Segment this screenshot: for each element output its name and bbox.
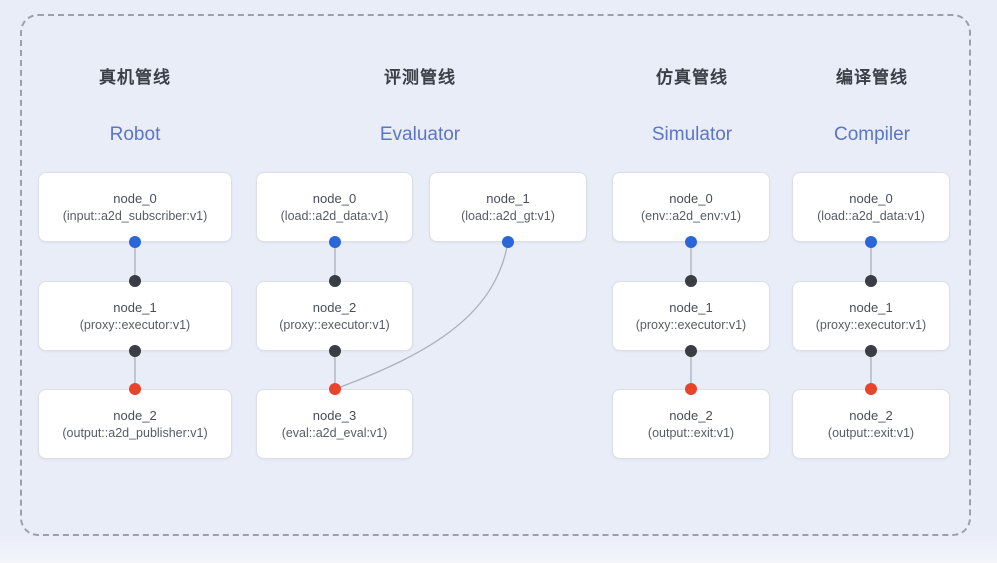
output-port-dot xyxy=(329,345,341,357)
node-title: node_3 xyxy=(312,408,357,423)
sink-port-dot xyxy=(865,383,877,395)
node-type: (proxy::executor:v1) xyxy=(815,318,927,332)
gt-to-eval-curve xyxy=(334,241,509,390)
simulator-node-2: node_2 (output::exit:v1) xyxy=(612,389,770,459)
node-type: (output::exit:v1) xyxy=(647,426,735,440)
input-port-dot xyxy=(129,275,141,287)
node-type: (output::a2d_publisher:v1) xyxy=(62,426,208,440)
output-port-dot xyxy=(502,236,514,248)
robot-node-2: node_2 (output::a2d_publisher:v1) xyxy=(38,389,232,459)
node-title: node_0 xyxy=(849,191,893,206)
node-title: node_2 xyxy=(669,408,713,423)
output-port-dot xyxy=(685,236,697,248)
robot-node-1: node_1 (proxy::executor:v1) xyxy=(38,281,232,351)
node-title: node_1 xyxy=(669,300,713,315)
node-title: node_2 xyxy=(312,300,357,315)
node-title: node_2 xyxy=(849,408,893,423)
sink-port-dot xyxy=(129,383,141,395)
compiler-node-0: node_0 (load::a2d_data:v1) xyxy=(792,172,950,242)
node-title: node_0 xyxy=(312,191,357,206)
node-type: (proxy::executor:v1) xyxy=(79,318,191,332)
output-port-dot xyxy=(865,345,877,357)
pipeline-title-en-simulator: Simulator xyxy=(651,124,733,145)
node-title: node_1 xyxy=(849,300,893,315)
compiler-node-2: node_2 (output::exit:v1) xyxy=(792,389,950,459)
output-port-dot xyxy=(129,236,141,248)
node-type: (output::exit:v1) xyxy=(827,426,915,440)
output-port-dot xyxy=(685,345,697,357)
sink-port-dot xyxy=(685,383,697,395)
node-title: node_2 xyxy=(113,408,157,423)
node-type: (load::a2d_data:v1) xyxy=(817,209,925,223)
node-type: (env::a2d_env:v1) xyxy=(640,209,742,223)
pipeline-title-en-robot: Robot xyxy=(109,124,161,145)
node-type: (eval::a2d_eval:v1) xyxy=(281,426,388,440)
output-port-dot xyxy=(129,345,141,357)
evaluator-node-2: node_2 (proxy::executor:v1) xyxy=(256,281,413,351)
node-title: node_1 xyxy=(486,191,530,206)
sink-port-dot xyxy=(329,383,341,395)
output-port-dot xyxy=(329,236,341,248)
pipeline-title-en-evaluator: Evaluator xyxy=(379,124,461,145)
robot-node-0: node_0 (input::a2d_subscriber:v1) xyxy=(38,172,232,242)
output-port-dot xyxy=(865,236,877,248)
simulator-node-0: node_0 (env::a2d_env:v1) xyxy=(612,172,770,242)
dashed-frame xyxy=(20,14,971,536)
evaluator-node-0: node_0 (load::a2d_data:v1) xyxy=(256,172,413,242)
node-type: (input::a2d_subscriber:v1) xyxy=(62,209,208,223)
input-port-dot xyxy=(685,275,697,287)
pipeline-title-cn-evaluator: 评测管线 xyxy=(384,68,456,87)
pipeline-title-en-compiler: Compiler xyxy=(833,124,911,145)
node-title: node_0 xyxy=(669,191,713,206)
input-port-dot xyxy=(329,275,341,287)
node-type: (proxy::executor:v1) xyxy=(279,318,390,332)
compiler-node-1: node_1 (proxy::executor:v1) xyxy=(792,281,950,351)
pipeline-title-cn-compiler: 编译管线 xyxy=(836,68,908,87)
node-type: (proxy::executor:v1) xyxy=(635,318,747,332)
node-type: (load::a2d_data:v1) xyxy=(280,209,389,223)
simulator-node-1: node_1 (proxy::executor:v1) xyxy=(612,281,770,351)
pipeline-title-cn-robot: 真机管线 xyxy=(99,68,171,87)
node-title: node_0 xyxy=(113,191,157,206)
node-type: (load::a2d_gt:v1) xyxy=(461,209,555,223)
evaluator-node-1: node_1 (load::a2d_gt:v1) xyxy=(429,172,587,242)
evaluator-node-3: node_3 (eval::a2d_eval:v1) xyxy=(256,389,413,459)
pipeline-title-cn-simulator: 仿真管线 xyxy=(656,68,728,87)
node-title: node_1 xyxy=(113,300,157,315)
input-port-dot xyxy=(865,275,877,287)
